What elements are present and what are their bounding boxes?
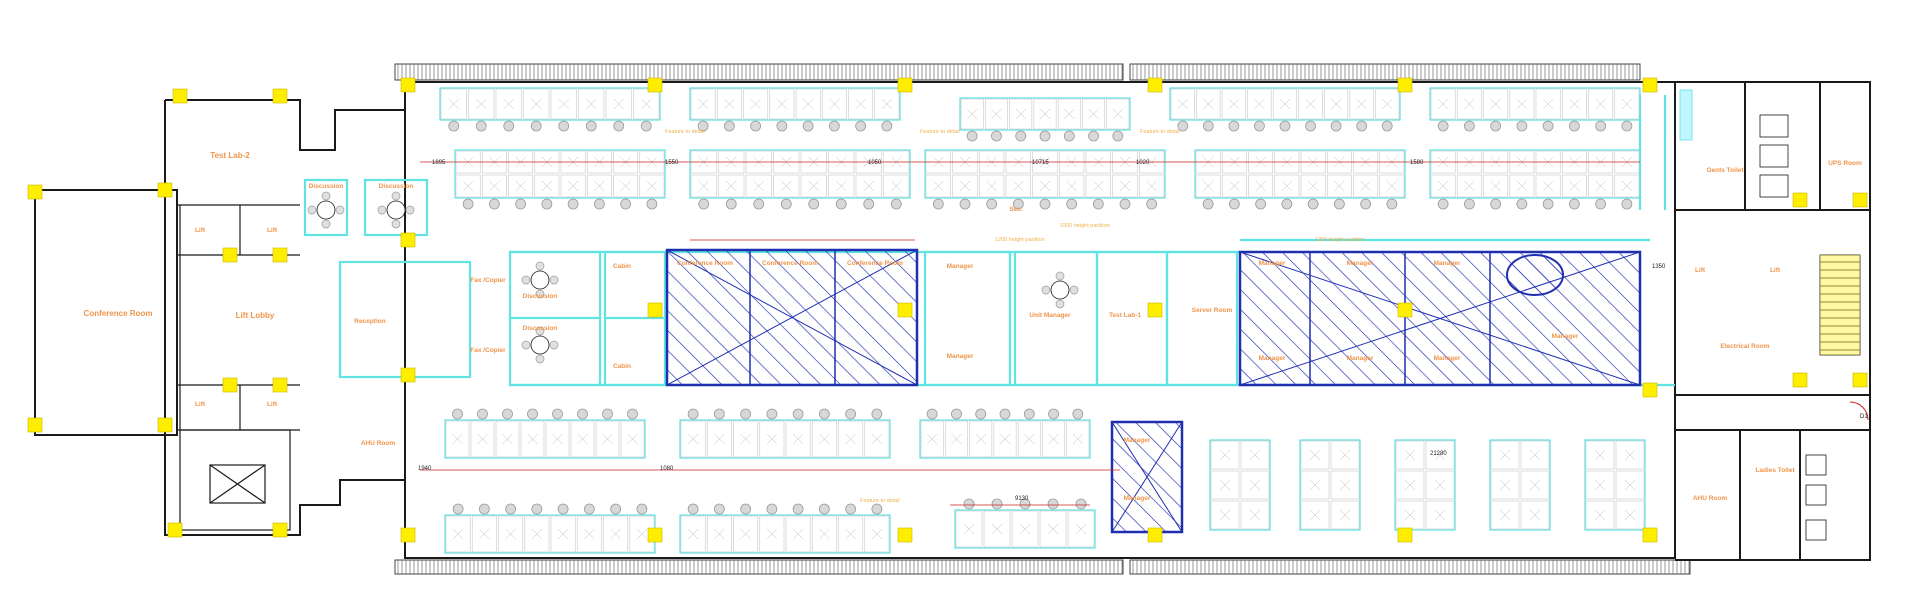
label-manager-4: Manager <box>1347 260 1374 267</box>
note-height-2: 1500 height partition <box>1060 223 1110 229</box>
marker-d1: D1 <box>1860 414 1868 420</box>
note-feature-4: Feature to detail <box>860 498 900 504</box>
label-test-lab-2: Test Lab-2 <box>210 151 250 160</box>
label-reception: Reception <box>354 318 385 325</box>
label-manager-10: Manager <box>1124 437 1151 444</box>
label-server-room: Server Room <box>1192 307 1233 314</box>
label-fax-copier-2: Fax /Copier <box>470 347 506 354</box>
label-conference-room-2: Conference Room <box>677 260 733 267</box>
dimension-lines <box>420 161 1640 506</box>
stair-right <box>1819 254 1861 356</box>
label-lift-4: Lift <box>267 401 278 408</box>
label-discussion-1: Discussion <box>309 183 344 190</box>
structural-columns <box>27 77 1868 543</box>
label-manager-8: Manager <box>1434 355 1461 362</box>
label-manager-9: Manager <box>1552 333 1579 340</box>
label-lift-1: Lift <box>195 227 206 234</box>
label-discussion-3: Discussion <box>523 293 558 300</box>
label-gents-toilet: Gents Toilet <box>1706 167 1744 174</box>
note-feature-1: Feature to detail <box>665 129 705 135</box>
label-lift-5: Lift <box>1695 267 1706 274</box>
label-manager-2: Manager <box>947 353 974 360</box>
dimension-labels: 1895 1550 1050 10715 1020 1580 1940 1080… <box>418 160 1666 502</box>
toilet-fixtures <box>1679 89 1827 541</box>
label-manager-1: Manager <box>947 263 974 270</box>
label-fax-copier-1: Fax /Copier <box>470 277 506 284</box>
dim-21280: 21280 <box>1430 451 1447 457</box>
label-manager-5: Manager <box>1434 260 1461 267</box>
note-feature-3: Feature to detail <box>1140 129 1180 135</box>
note-height-1: 1200 height partition <box>995 237 1045 243</box>
dim-1940: 1940 <box>418 466 432 472</box>
label-ups-room: UPS Room <box>1828 160 1862 167</box>
note-feature-2: Feature to detail <box>920 129 960 135</box>
dim-9130: 9130 <box>1015 496 1029 502</box>
label-conference-room-3: Conference Room <box>762 260 818 267</box>
label-lift-2: Lift <box>267 227 278 234</box>
label-ladies-toilet: Ladies Toilet <box>1755 467 1795 474</box>
dim-1580: 1580 <box>1410 160 1424 166</box>
dim-1350: 1350 <box>1652 264 1666 270</box>
left-block-walls <box>177 204 300 531</box>
dim-1550: 1550 <box>665 160 679 166</box>
label-sec: Sec. <box>1009 206 1023 213</box>
door-marker: D1 <box>1849 401 1869 421</box>
dim-10715: 10715 <box>1032 160 1049 166</box>
label-lift-3: Lift <box>195 401 206 408</box>
label-discussion-4: Discussion <box>523 325 558 332</box>
label-ahu-room-1: AHU Room <box>361 440 396 447</box>
dim-1020: 1020 <box>1136 160 1150 166</box>
note-height-3: 1200 height partition <box>1315 237 1365 243</box>
label-lift-lobby: Lift Lobby <box>236 311 275 320</box>
dim-1080: 1080 <box>660 466 674 472</box>
label-unit-manager: Unit Manager <box>1029 312 1071 319</box>
label-test-lab-1: Test Lab-1 <box>1109 312 1141 319</box>
dim-1895: 1895 <box>432 160 446 166</box>
label-cabin-2: Cabin <box>613 363 631 370</box>
label-lift-6: Lift <box>1770 267 1781 274</box>
label-cabin-1: Cabin <box>613 263 631 270</box>
label-manager-3: Manager <box>1259 260 1286 267</box>
outer-walls <box>34 81 1871 561</box>
notes: Feature to detail Feature to detail Feat… <box>665 129 1365 504</box>
label-ahu-room-2: AHU Room <box>1693 495 1728 502</box>
room-labels: Conference Room Lift Lobby Lift Lift Lif… <box>84 151 1862 502</box>
hatched-zones <box>665 248 1642 534</box>
label-manager-6: Manager <box>1259 355 1286 362</box>
dim-1050: 1050 <box>868 160 882 166</box>
facade-strips <box>394 63 1691 575</box>
label-conference-room: Conference Room <box>84 309 153 318</box>
label-manager-11: Manager <box>1124 495 1151 502</box>
label-conference-room-4: Conference Room <box>847 260 903 267</box>
workstation-clusters <box>307 87 1646 554</box>
label-manager-7: Manager <box>1347 355 1374 362</box>
label-electrical-room: Electrical Room <box>1720 343 1769 350</box>
label-discussion-2: Discussion <box>379 183 414 190</box>
